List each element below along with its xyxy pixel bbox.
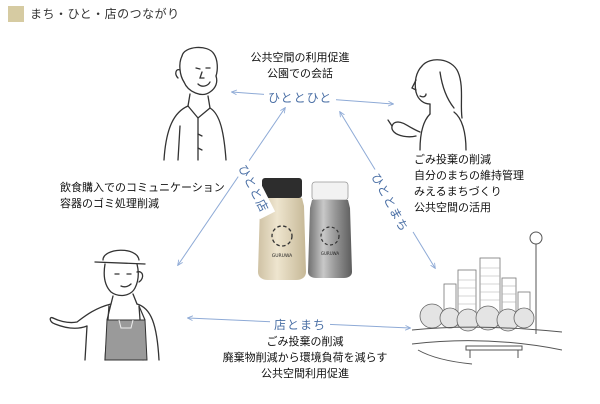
people-town-point-3: みえるまちづくり <box>414 185 502 198</box>
steel-bottle-brand: GURUWA <box>321 251 339 256</box>
title-swatch <box>8 6 24 22</box>
people-people-label: ひととひと <box>264 89 337 106</box>
people-town-points: ごみ投棄の削減 自分のまちの維持管理 みえるまちづくり 公共空間の活用 <box>414 152 524 216</box>
people-shop-point-2: 容器のゴミ処理削減 <box>60 197 159 210</box>
shop-town-point-2: 廃棄物削減から環境負荷を減らす <box>222 351 388 364</box>
shop-town-label: 店とまち <box>270 316 331 333</box>
shop-town-points: ごみ投棄の削減 廃棄物削減から環境負荷を減らす 公共空間利用促進 <box>200 334 410 382</box>
people-town-point-4: 公共空間の活用 <box>414 201 491 214</box>
page-title: まち・ひと・店のつながり <box>30 7 180 21</box>
man-illustration <box>163 46 227 161</box>
shop-town-point-1: ごみ投棄の削減 <box>266 335 344 348</box>
people-town-point-1: ごみ投棄の削減 <box>414 153 491 166</box>
people-people-point-2: 公園での会話 <box>267 67 333 80</box>
woman-illustration <box>387 59 467 151</box>
people-people-points: 公共空間の利用促進 公園での会話 <box>250 50 350 82</box>
arrow-people-shop <box>178 108 285 265</box>
people-town-point-2: 自分のまちの維持管理 <box>414 169 524 182</box>
title-bar: まち・ひと・店のつながり <box>0 0 600 30</box>
shopkeeper-illustration <box>49 249 160 361</box>
shop-town-point-3: 公共空間利用促進 <box>261 367 349 380</box>
people-shop-point-1: 飲食購入でのコミュニケーション <box>60 181 225 194</box>
city-park-illustration <box>412 231 562 365</box>
people-people-point-1: 公共空間の利用促進 <box>250 51 350 64</box>
people-shop-points: 飲食購入でのコミュニケーション 容器のゴミ処理削減 <box>60 180 225 212</box>
cream-bottle-brand: GURUWA <box>272 253 293 259</box>
tumbler-bottles-photo: GURUWA GURUWA <box>258 178 352 280</box>
